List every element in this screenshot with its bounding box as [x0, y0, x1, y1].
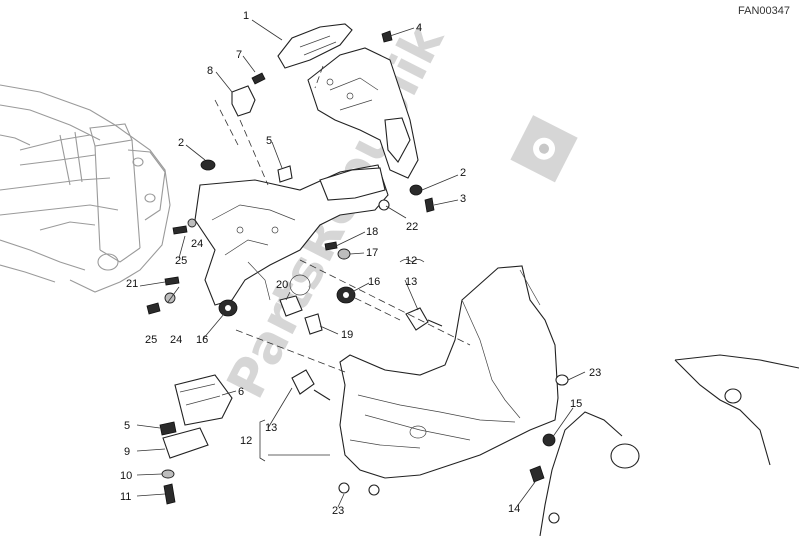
part-9-cover: [162, 427, 209, 459]
callout-5-upper: 5: [266, 135, 272, 147]
figure-code: FAN00347: [738, 5, 790, 17]
leader-lines: [136, 19, 586, 508]
callout-19: 19: [341, 329, 353, 341]
part-6-fuse-box: [174, 374, 233, 426]
callout-23-right: 23: [589, 367, 601, 379]
part-13-bulb-lower: [291, 369, 331, 401]
callout-24-lower: 24: [170, 334, 182, 346]
callout-25-lower: 25: [145, 334, 157, 346]
callout-8: 8: [207, 65, 213, 77]
part-4-screw: [381, 30, 393, 43]
part-5-clip-lower: [159, 421, 177, 436]
callout-2-right: 2: [460, 167, 466, 179]
upper-dashboard-bracket: [307, 47, 419, 179]
callout-15: 15: [570, 398, 582, 410]
callout-labels: 1 4 7 8 2 5 2 3 22 18 17 16 20 19 24 25 …: [120, 10, 601, 517]
part-18-screw: [324, 241, 338, 251]
part-3-screw: [424, 197, 435, 213]
callout-4: 4: [416, 22, 422, 34]
callout-10: 10: [120, 470, 132, 482]
callout-24-upper: 24: [191, 238, 203, 250]
part-21-screw: [164, 276, 180, 286]
part-5-clip: [277, 165, 293, 183]
callout-2-left: 2: [178, 137, 184, 149]
part-2-grommet: [200, 159, 216, 171]
part-13-bulb-upper: [405, 307, 443, 331]
part-23-nut-lower: [338, 482, 380, 496]
part-2-grommet-right: [409, 184, 423, 196]
part-19-connector: [304, 313, 323, 335]
part-16-socket-left: [218, 299, 238, 317]
frame-outline: [0, 84, 171, 293]
callout-25-upper: 25: [175, 255, 187, 267]
part-24-screw: [172, 218, 197, 235]
part-25-screw: [146, 292, 176, 315]
fairing-outline: [539, 354, 799, 536]
part-7-screw: [251, 72, 266, 85]
assembly-dashed-lines: [214, 65, 471, 373]
callout-16-right: 16: [368, 276, 380, 288]
callout-13-upper: 13: [405, 276, 417, 288]
callout-9: 9: [124, 446, 130, 458]
headlight-housing: [339, 265, 559, 479]
callout-23-lower: 23: [332, 505, 344, 517]
callout-21: 21: [126, 278, 138, 290]
part-11-screw: [163, 483, 176, 505]
callout-16-left: 16: [196, 334, 208, 346]
callout-17: 17: [366, 247, 378, 259]
callout-11: 11: [120, 491, 131, 503]
callout-12-upper: 12: [405, 255, 417, 267]
part-23-nut-right: [555, 374, 569, 386]
part-20-grommet: [279, 295, 303, 317]
part-17-washer: [337, 248, 351, 260]
callout-13-lower: 13: [265, 422, 277, 434]
callout-22: 22: [406, 221, 418, 233]
headlight-subframe-bracket: [194, 164, 389, 306]
callout-6: 6: [238, 386, 244, 398]
part-22-nut: [378, 199, 390, 211]
part-1-instrument-cover: [277, 23, 353, 69]
part-16-socket-right: [336, 286, 356, 304]
callout-12-lower: 12: [240, 435, 252, 447]
callout-18: 18: [366, 226, 378, 238]
callout-7: 7: [236, 49, 242, 61]
part-14-clip: [529, 465, 545, 483]
callout-1: 1: [243, 10, 249, 22]
callout-5-lower: 5: [124, 420, 130, 432]
watermark-gear-icon: [510, 115, 578, 183]
part-15-grommet: [542, 433, 556, 447]
part-8-small-bracket: [231, 85, 256, 117]
callout-3: 3: [460, 193, 466, 205]
callout-20: 20: [276, 279, 288, 291]
part-10-washer: [161, 469, 175, 479]
callout-14: 14: [508, 503, 520, 515]
